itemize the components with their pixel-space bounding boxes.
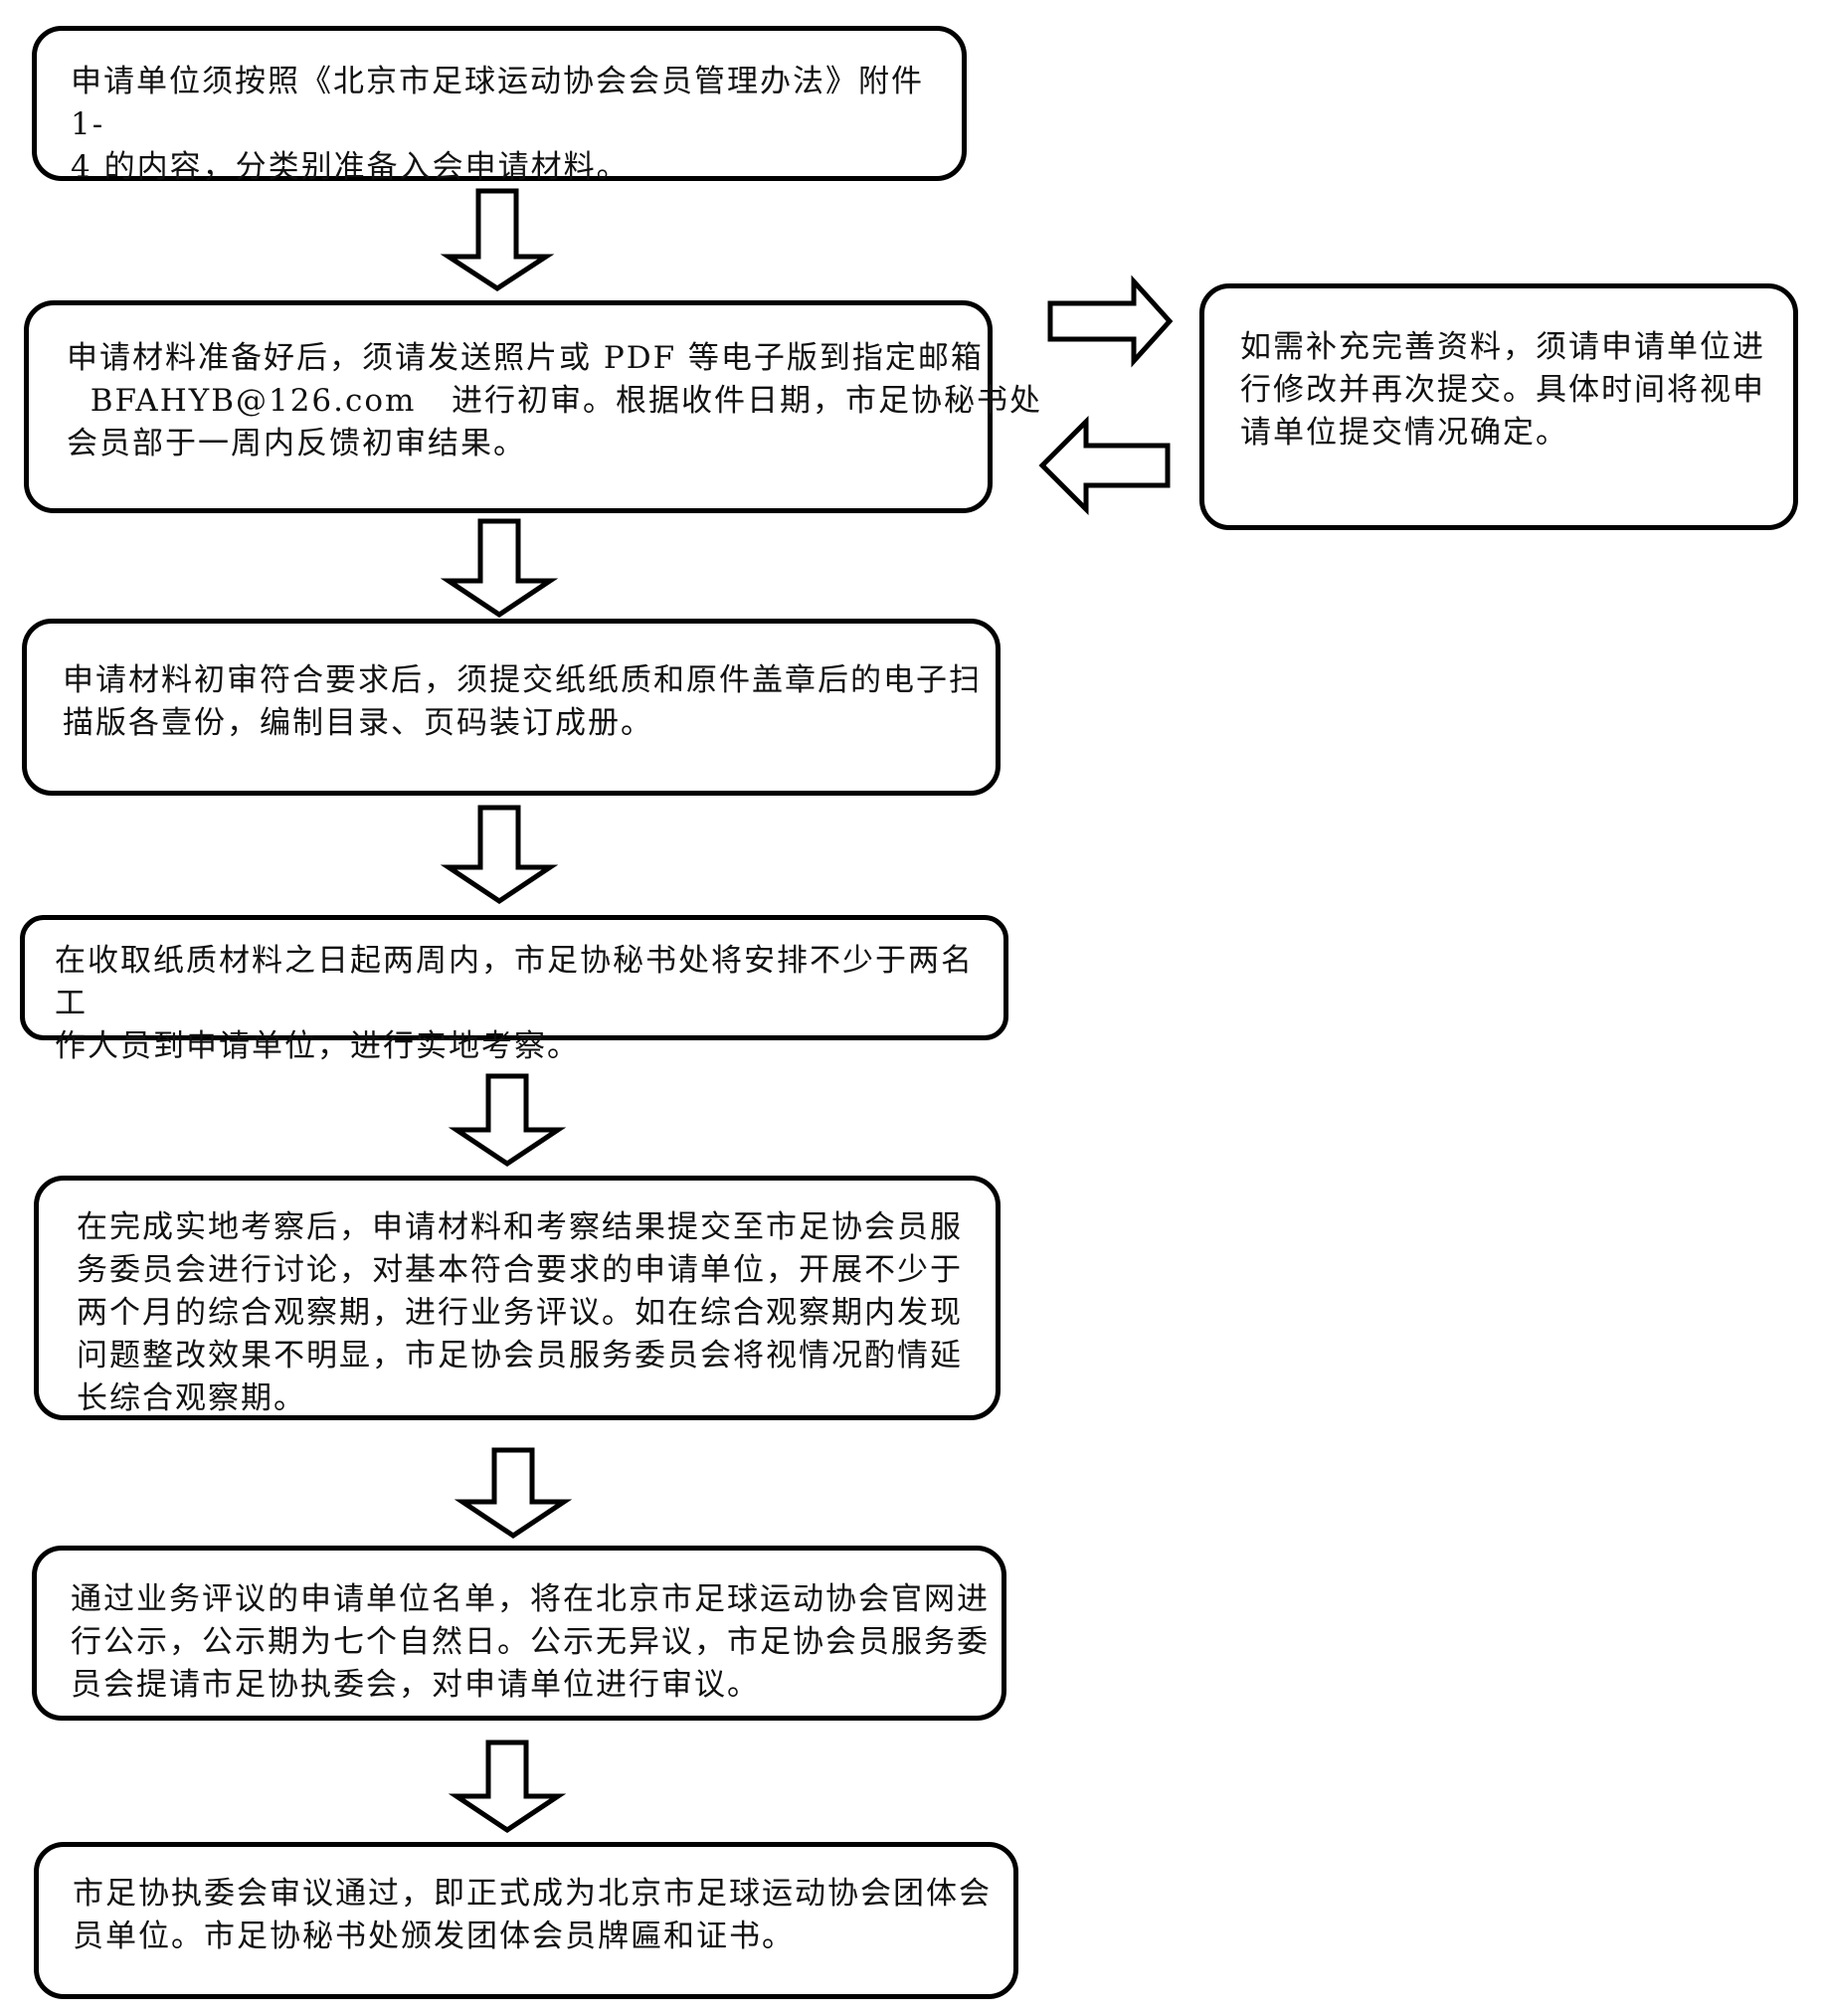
step-5-line-1: 在完成实地考察后，申请材料和考察结果提交至市足协会员服 bbox=[77, 1209, 963, 1245]
step-2-line-2: BFAHYB@126.com 进行初审。根据收件日期，市足协秘书处 bbox=[67, 383, 1042, 419]
step-6-line-1: 通过业务评议的申请单位名单，将在北京市足球运动协会官网进 bbox=[71, 1581, 990, 1617]
step-2-box: 申请材料准备好后，须请发送照片或 PDF 等电子版到指定邮箱 BFAHYB@12… bbox=[24, 300, 1042, 513]
down-arrow-1 bbox=[440, 188, 555, 291]
right-arrow-to-side-note bbox=[1047, 275, 1174, 368]
step-4-line-1: 在收取纸质材料之日起两周内，市足协秘书处将安排不少于两名工 bbox=[55, 943, 974, 1021]
step-3-line-2: 描版各壹份，编制目录、页码装订成册。 bbox=[63, 705, 653, 741]
side-note-line-1: 如需补充完善资料，须请申请单位进 bbox=[1240, 329, 1765, 365]
down-arrow-6 bbox=[448, 1740, 567, 1834]
step-5-line-2: 务委员会进行讨论，对基本符合要求的申请单位，开展不少于 bbox=[77, 1252, 963, 1288]
step-2-line-3: 会员部于一周内反馈初审结果。 bbox=[67, 426, 526, 461]
step-5-box: 在完成实地考察后，申请材料和考察结果提交至市足协会员服 务委员会进行讨论，对基本… bbox=[34, 1176, 1001, 1420]
step-6-line-3: 员会提请市足协执委会，对申请单位进行审议。 bbox=[71, 1667, 760, 1703]
step-1-box: 申请单位须按照《北京市足球运动协会会员管理办法》附件 1- 4 的内容，分类别准… bbox=[32, 26, 967, 185]
step-4-line-2: 作人员到申请单位，进行实地考察。 bbox=[55, 1028, 580, 1064]
step-1-line-2: 4 的内容，分类别准备入会申请材料。 bbox=[71, 149, 630, 185]
step-7-line-2: 员单位。市足协秘书处颁发团体会员牌匾和证书。 bbox=[73, 1919, 795, 1954]
down-arrow-2 bbox=[440, 518, 559, 619]
down-arrow-5 bbox=[454, 1447, 573, 1540]
side-note-line-2: 行修改并再次提交。具体时间将视申 bbox=[1240, 372, 1765, 408]
step-2-line-1: 申请材料准备好后，须请发送照片或 PDF 等电子版到指定邮箱 bbox=[67, 340, 984, 376]
step-3-line-1: 申请材料初审符合要求后，须提交纸纸质和原件盖章后的电子扫 bbox=[63, 662, 982, 698]
step-5-line-4: 问题整改效果不明显，市足协会员服务委员会将视情况酌情延 bbox=[77, 1338, 963, 1374]
step-5-line-5: 长综合观察期。 bbox=[77, 1380, 306, 1416]
step-7-line-1: 市足协执委会审议通过，即正式成为北京市足球运动协会团体会 bbox=[73, 1876, 992, 1912]
step-6-line-2: 行公示，公示期为七个自然日。公示无异议，市足协会员服务委 bbox=[71, 1624, 990, 1660]
step-5-line-3: 两个月的综合观察期，进行业务评议。如在综合观察期内发现 bbox=[77, 1295, 963, 1331]
down-arrow-4 bbox=[448, 1073, 567, 1168]
step-7-box: 市足协执委会审议通过，即正式成为北京市足球运动协会团体会 员单位。市足协秘书处颁… bbox=[34, 1842, 1018, 1999]
step-1-line-1: 申请单位须按照《北京市足球运动协会会员管理办法》附件 1- bbox=[71, 64, 924, 142]
side-note-box: 如需补充完善资料，须请申请单位进 行修改并再次提交。具体时间将视申 请单位提交情… bbox=[1199, 283, 1798, 530]
step-4-box: 在收取纸质材料之日起两周内，市足协秘书处将安排不少于两名工 作人员到申请单位，进… bbox=[20, 915, 1008, 1064]
side-note-line-3: 请单位提交情况确定。 bbox=[1240, 415, 1568, 451]
step-3-box: 申请材料初审符合要求后，须提交纸纸质和原件盖章后的电子扫 描版各壹份，编制目录、… bbox=[22, 619, 1001, 796]
down-arrow-3 bbox=[440, 805, 559, 905]
step-6-box: 通过业务评议的申请单位名单，将在北京市足球运动协会官网进 行公示，公示期为七个自… bbox=[32, 1546, 1006, 1721]
left-arrow-to-step-2 bbox=[1038, 415, 1171, 516]
